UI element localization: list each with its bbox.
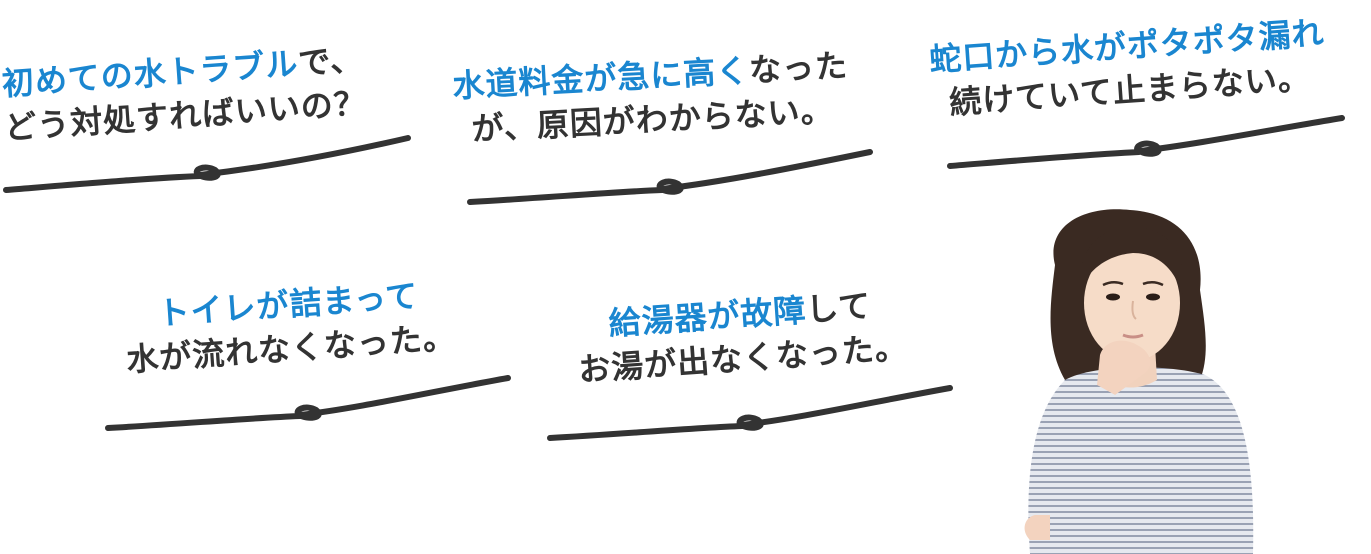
- hair-front: [1079, 226, 1184, 295]
- concern-text-2-rest: なった: [748, 46, 850, 90]
- squiggle-underline-2: [467, 149, 873, 205]
- right-hand: [1024, 515, 1050, 540]
- concern-text-2: 水道料金が急に高くなった が、原因がわからない。: [451, 43, 851, 152]
- left-eye: [1106, 293, 1120, 301]
- squiggle-underline-4: [105, 375, 511, 431]
- forearm: [1045, 385, 1115, 535]
- mouth: [1122, 333, 1144, 339]
- squiggle-underline-1: [3, 135, 411, 193]
- left-brow: [1102, 281, 1124, 287]
- concern-text-1-rest: で、: [296, 39, 365, 83]
- concern-text-4: トイレが詰まって 水が流れなくなった。: [122, 271, 457, 382]
- concern-text-5: 給湯器が故障して お湯が出なくなった。: [574, 281, 909, 392]
- right-brow: [1142, 281, 1164, 287]
- concern-text-5-rest: して: [804, 286, 873, 329]
- squiggle-underline-3: [947, 115, 1345, 169]
- nose: [1131, 300, 1137, 320]
- hand-on-chin: [1097, 340, 1151, 395]
- squiggle-underline-5: [547, 385, 953, 441]
- right-eye: [1146, 293, 1160, 301]
- crossed-arm: [1045, 495, 1240, 545]
- woman-thinking-illustration: [1024, 209, 1254, 554]
